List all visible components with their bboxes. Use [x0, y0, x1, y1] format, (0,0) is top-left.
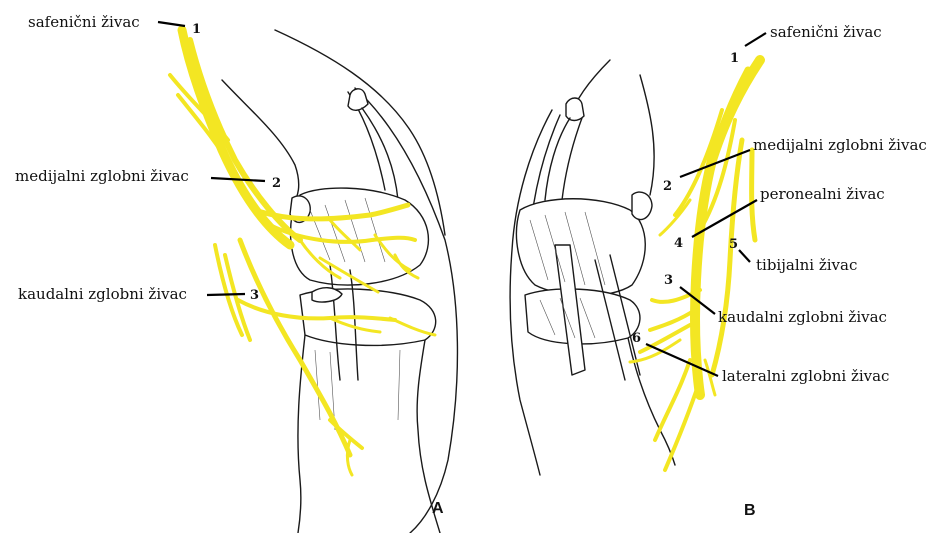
label-b-medial: medijalni zglobni živac: [753, 136, 927, 154]
label-a-medial: medijalni zglobni živac: [15, 167, 189, 185]
label-b-saphenous: safenični živac: [770, 23, 882, 41]
label-b-tibial: tibijalni živac: [756, 256, 857, 274]
panel-label-b: B: [744, 502, 756, 519]
number-b-4: 4: [674, 236, 683, 251]
number-a-2: 2: [272, 176, 281, 191]
number-b-5: 5: [729, 237, 738, 252]
number-a-1: 1: [192, 22, 201, 37]
label-b-peroneal: peronealni živac: [760, 185, 885, 203]
number-a-3: 3: [250, 288, 259, 303]
number-b-6: 6: [632, 331, 641, 346]
number-b-1: 1: [730, 51, 739, 66]
panel-b-anatomy: [510, 60, 675, 475]
number-b-2: 2: [663, 179, 672, 194]
label-a-saphenous: safenični živac: [28, 13, 140, 31]
label-a-caudal: kaudalni zglobni živac: [18, 285, 187, 303]
panel-label-a: A: [432, 500, 444, 517]
number-b-3: 3: [664, 273, 673, 288]
label-b-caudal: kaudalni zglobni živac: [718, 308, 887, 326]
label-b-lateral: lateralni zglobni živac: [722, 367, 889, 385]
